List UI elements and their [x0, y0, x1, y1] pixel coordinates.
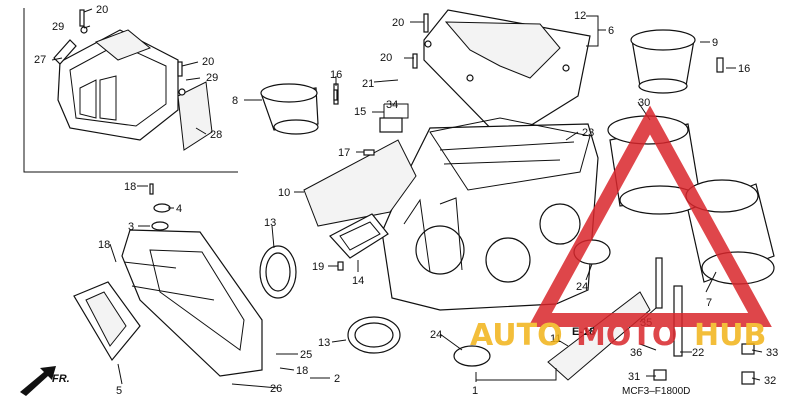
callout-13: 13 [318, 337, 330, 349]
callout-15: 15 [354, 106, 366, 118]
lower-intake-housing [121, 229, 263, 377]
callout-34: 34 [386, 99, 398, 111]
callout-17: 17 [338, 147, 350, 159]
foam-element-10 [303, 139, 417, 227]
watermark-triangle [528, 105, 772, 327]
nut-33 [741, 343, 755, 355]
duct-8 [260, 83, 339, 135]
callout-10: 10 [278, 187, 290, 199]
front-direction-arrow: FR. [20, 366, 70, 396]
seal-gasket-5 [73, 281, 141, 362]
callout-19: 19 [312, 261, 324, 273]
tube-35 [655, 257, 663, 309]
bolt-31 [653, 369, 667, 381]
clip-15 [379, 117, 403, 133]
reference-label: E-18 [572, 326, 595, 338]
callout-24: 24 [576, 281, 588, 293]
callout-30: 30 [638, 97, 650, 109]
callout-28: 28 [210, 129, 222, 141]
callout-18: 18 [124, 181, 136, 193]
callout-27: 27 [34, 54, 46, 66]
callout-16: 16 [330, 69, 342, 81]
callout-14: 14 [352, 275, 364, 287]
watermark-word-1: AUTO [470, 318, 563, 353]
callout-20: 20 [96, 4, 108, 16]
duct-9 [630, 29, 724, 94]
screw-17 [363, 149, 375, 156]
callout-36: 36 [630, 347, 642, 359]
callout-11: 11 [550, 333, 561, 345]
washer-4 [153, 203, 171, 213]
callout-21: 21 [362, 78, 374, 90]
seal-ring-13-lower [347, 316, 401, 354]
direction-label: FR. [52, 373, 70, 385]
callout-20: 20 [202, 56, 214, 68]
callout-16: 16 [738, 63, 750, 75]
watermark-logo: AUTO MOTO HUB [470, 105, 772, 353]
callout-31: 31 [628, 371, 640, 383]
callout-25: 25 [300, 349, 312, 361]
callout-29: 29 [206, 72, 218, 84]
seal-ring-13-upper [259, 245, 297, 299]
callout-8: 8 [232, 95, 238, 107]
inset-frame [23, 8, 238, 173]
callout-18: 18 [98, 239, 110, 251]
diagram-code: MCF3–F1800D [622, 386, 690, 397]
callout-26: 26 [270, 383, 282, 395]
callout-23: 23 [582, 127, 594, 139]
callout-32: 32 [764, 375, 776, 387]
washer-3 [151, 221, 169, 231]
callout-22: 22 [692, 347, 704, 359]
callout-33: 33 [766, 347, 778, 359]
callout-3: 3 [128, 221, 134, 233]
callout-29: 29 [52, 21, 64, 33]
screw-19 [337, 261, 344, 271]
air-cleaner-cover [412, 9, 591, 143]
callout-7: 7 [706, 297, 712, 309]
callout-9: 9 [712, 37, 718, 49]
callout-6: 6 [608, 25, 614, 37]
callout-13: 13 [264, 217, 276, 229]
o-ring-24-lower [453, 345, 491, 367]
air-cleaner-housing [381, 117, 599, 311]
callout-2: 2 [334, 373, 340, 385]
inlet-duct-14 [329, 213, 389, 259]
watermark-word-3: HUB [694, 318, 766, 353]
callout-18: 18 [296, 365, 308, 377]
callout-4: 4 [176, 203, 182, 215]
callout-12: 12 [574, 10, 586, 22]
callout-5: 5 [116, 385, 122, 397]
screw-18 [149, 183, 154, 195]
callout-20: 20 [392, 17, 404, 29]
watermark-word-2: MOTO [576, 318, 677, 353]
callout-20: 20 [380, 52, 392, 64]
callout-numbers: 20 29 27 20 29 28 20 12 6 20 21 9 16 16 … [34, 4, 778, 397]
screw-16 [333, 89, 338, 101]
callout-1: 1 [472, 385, 478, 397]
callout-24: 24 [430, 329, 442, 341]
